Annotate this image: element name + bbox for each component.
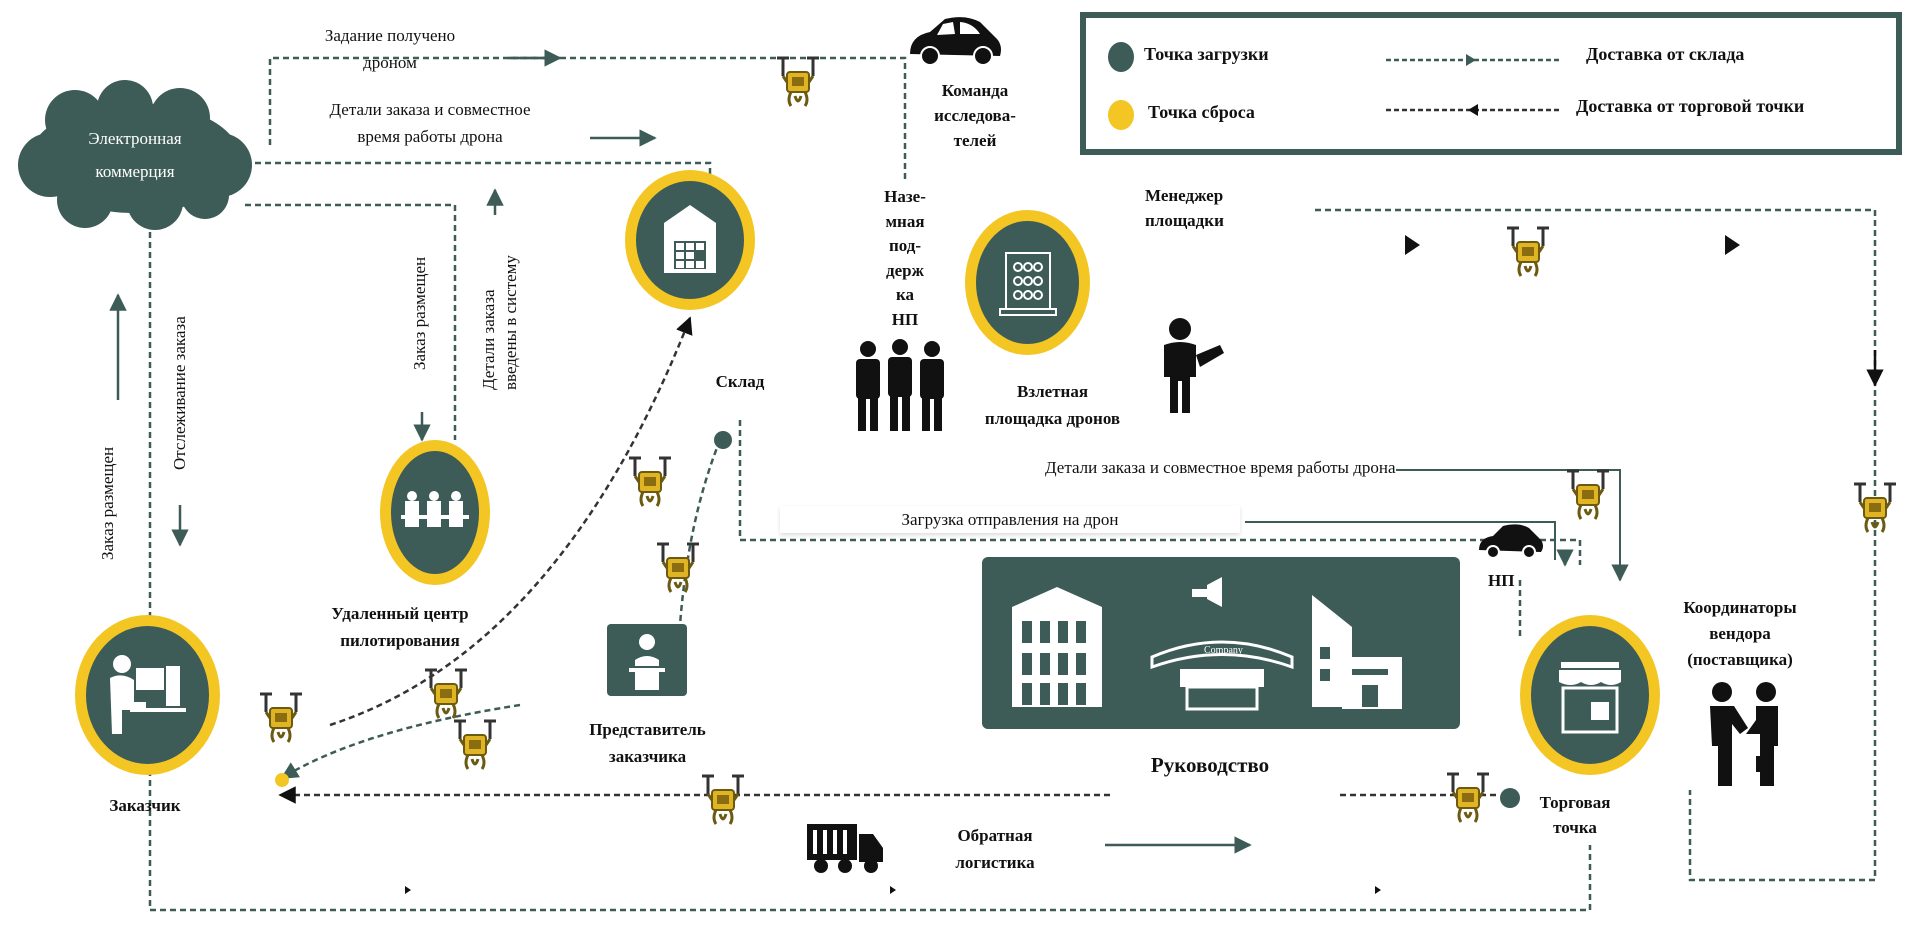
text: площадки <box>1145 211 1224 230</box>
launch-pad-label: Взлетная площадка дронов <box>960 378 1145 432</box>
text: логистика <box>955 853 1035 872</box>
customer-label: Заказчик <box>109 796 181 815</box>
customer-rep-node <box>607 624 687 696</box>
text: под- <box>888 236 922 255</box>
task-received-label: Задание получено дроном <box>290 22 490 76</box>
text: (поставщика) <box>1687 650 1793 669</box>
text: Координаторы <box>1683 598 1797 617</box>
shop-icon <box>1559 662 1621 734</box>
legend: Точка загрузки Точка сброса Доставка от … <box>1080 12 1902 155</box>
management-node: Company <box>982 557 1460 729</box>
warehouse-node <box>625 170 755 310</box>
vendor-label: Координаторы вендора (поставщика) <box>1665 595 1815 673</box>
text: Назе- <box>884 187 926 206</box>
np-car-icon <box>1479 524 1543 559</box>
text: время работы дрона <box>357 127 503 146</box>
legend-store-delivery: Доставка от торговой точки <box>1576 96 1805 116</box>
drop-point-dot <box>1108 100 1134 130</box>
text: исследова- <box>934 106 1016 125</box>
text: дроном <box>363 53 417 72</box>
ecommerce-label-2: коммерция <box>95 162 175 181</box>
legend-drop-point: Точка сброса <box>1148 102 1255 122</box>
car-icon <box>910 17 1001 66</box>
text: телей <box>953 131 997 150</box>
text: заказчика <box>608 747 687 766</box>
text: Детали заказа <box>479 289 498 390</box>
order-tracking-vertical: Отслеживание заказа <box>170 316 189 470</box>
text: Обратная <box>957 826 1033 845</box>
store-label: Торговая точка <box>1525 790 1625 840</box>
order-details-entered-vertical: Детали заказа введены в систему <box>478 255 522 390</box>
legend-loading-point: Точка загрузки <box>1144 44 1269 64</box>
text: введены в систему <box>501 255 520 390</box>
management-label: Руководство <box>1150 753 1270 777</box>
text: Торговая <box>1539 793 1611 812</box>
loading-to-drone-label: Загрузка отправления на дрон <box>780 506 1240 533</box>
warehouse-icon <box>664 205 716 273</box>
text: ка <box>895 285 915 304</box>
text: Взлетная <box>1016 382 1089 401</box>
cloud-icon <box>18 80 252 230</box>
company-buildings-icon <box>1012 577 1402 711</box>
drone-icon <box>258 688 304 744</box>
text: Представитель <box>589 720 706 739</box>
drone-icon <box>775 52 821 108</box>
pilots-icon <box>401 491 469 527</box>
ecommerce-cloud: Электронная коммерция <box>15 80 255 230</box>
drone-icon <box>1505 222 1551 278</box>
text: Задание получено <box>324 26 456 45</box>
store-node <box>1520 615 1660 775</box>
ground-crew-icon <box>856 339 944 431</box>
order-details-label: Детали заказа и совместное время работы … <box>295 96 565 150</box>
company-banner-text: Company <box>1204 645 1243 656</box>
remote-center-node <box>380 440 490 585</box>
text: пилотирования <box>340 631 460 650</box>
text: Менеджер <box>1145 186 1224 205</box>
customer-node <box>75 615 220 775</box>
reverse-logistics-label: Обратная логистика <box>940 822 1050 876</box>
drone-icon <box>452 715 498 771</box>
drone-icon <box>1445 768 1491 824</box>
drone-icon <box>1565 465 1611 521</box>
launch-pad-node <box>965 210 1090 355</box>
legend-warehouse-delivery: Доставка от склада <box>1586 44 1745 64</box>
truck-icon <box>807 824 883 873</box>
drone-icon <box>700 770 746 826</box>
order-details-right-label: Детали заказа и совместное время работы … <box>1045 454 1396 481</box>
text: Детали заказа и совместное <box>329 100 531 119</box>
drone-icon <box>1852 478 1898 534</box>
order-placed-customer-vertical: Заказ размещен <box>98 446 117 560</box>
manager-icon <box>1164 318 1224 413</box>
remote-center-label: Удаленный центр пилотирования <box>300 600 500 654</box>
handshake-icon <box>1710 682 1778 786</box>
order-placed-vertical: Заказ размещен <box>410 256 429 370</box>
drone-hangar-icon <box>999 252 1057 316</box>
loading-point-dot <box>1108 42 1134 72</box>
text: мная <box>885 211 925 231</box>
text: держ <box>886 260 924 280</box>
drone-icon <box>423 664 469 720</box>
computer-user-icon <box>110 655 186 734</box>
research-team-label: Команда исследова- телей <box>920 78 1030 153</box>
site-manager-label: Менеджер площадки <box>1145 183 1224 233</box>
drone-icon <box>655 538 701 594</box>
text: вендора <box>1709 624 1771 643</box>
ground-support-label: Назе- мная под- держ ка НП <box>870 185 940 332</box>
customer-rep-label: Представитель заказчика <box>560 716 735 770</box>
legend-arrows <box>1386 54 1561 116</box>
np-label: НП <box>1488 571 1515 590</box>
warehouse-label: Склад <box>715 372 765 391</box>
drone-icon <box>627 452 673 508</box>
text: точка <box>1553 818 1597 837</box>
ecommerce-label-1: Электронная <box>88 129 182 148</box>
text: Команда <box>941 81 1009 100</box>
text: НП <box>891 309 919 329</box>
text: площадка дронов <box>984 409 1121 428</box>
representative-icon <box>629 634 665 690</box>
text: Удаленный центр <box>331 604 469 623</box>
